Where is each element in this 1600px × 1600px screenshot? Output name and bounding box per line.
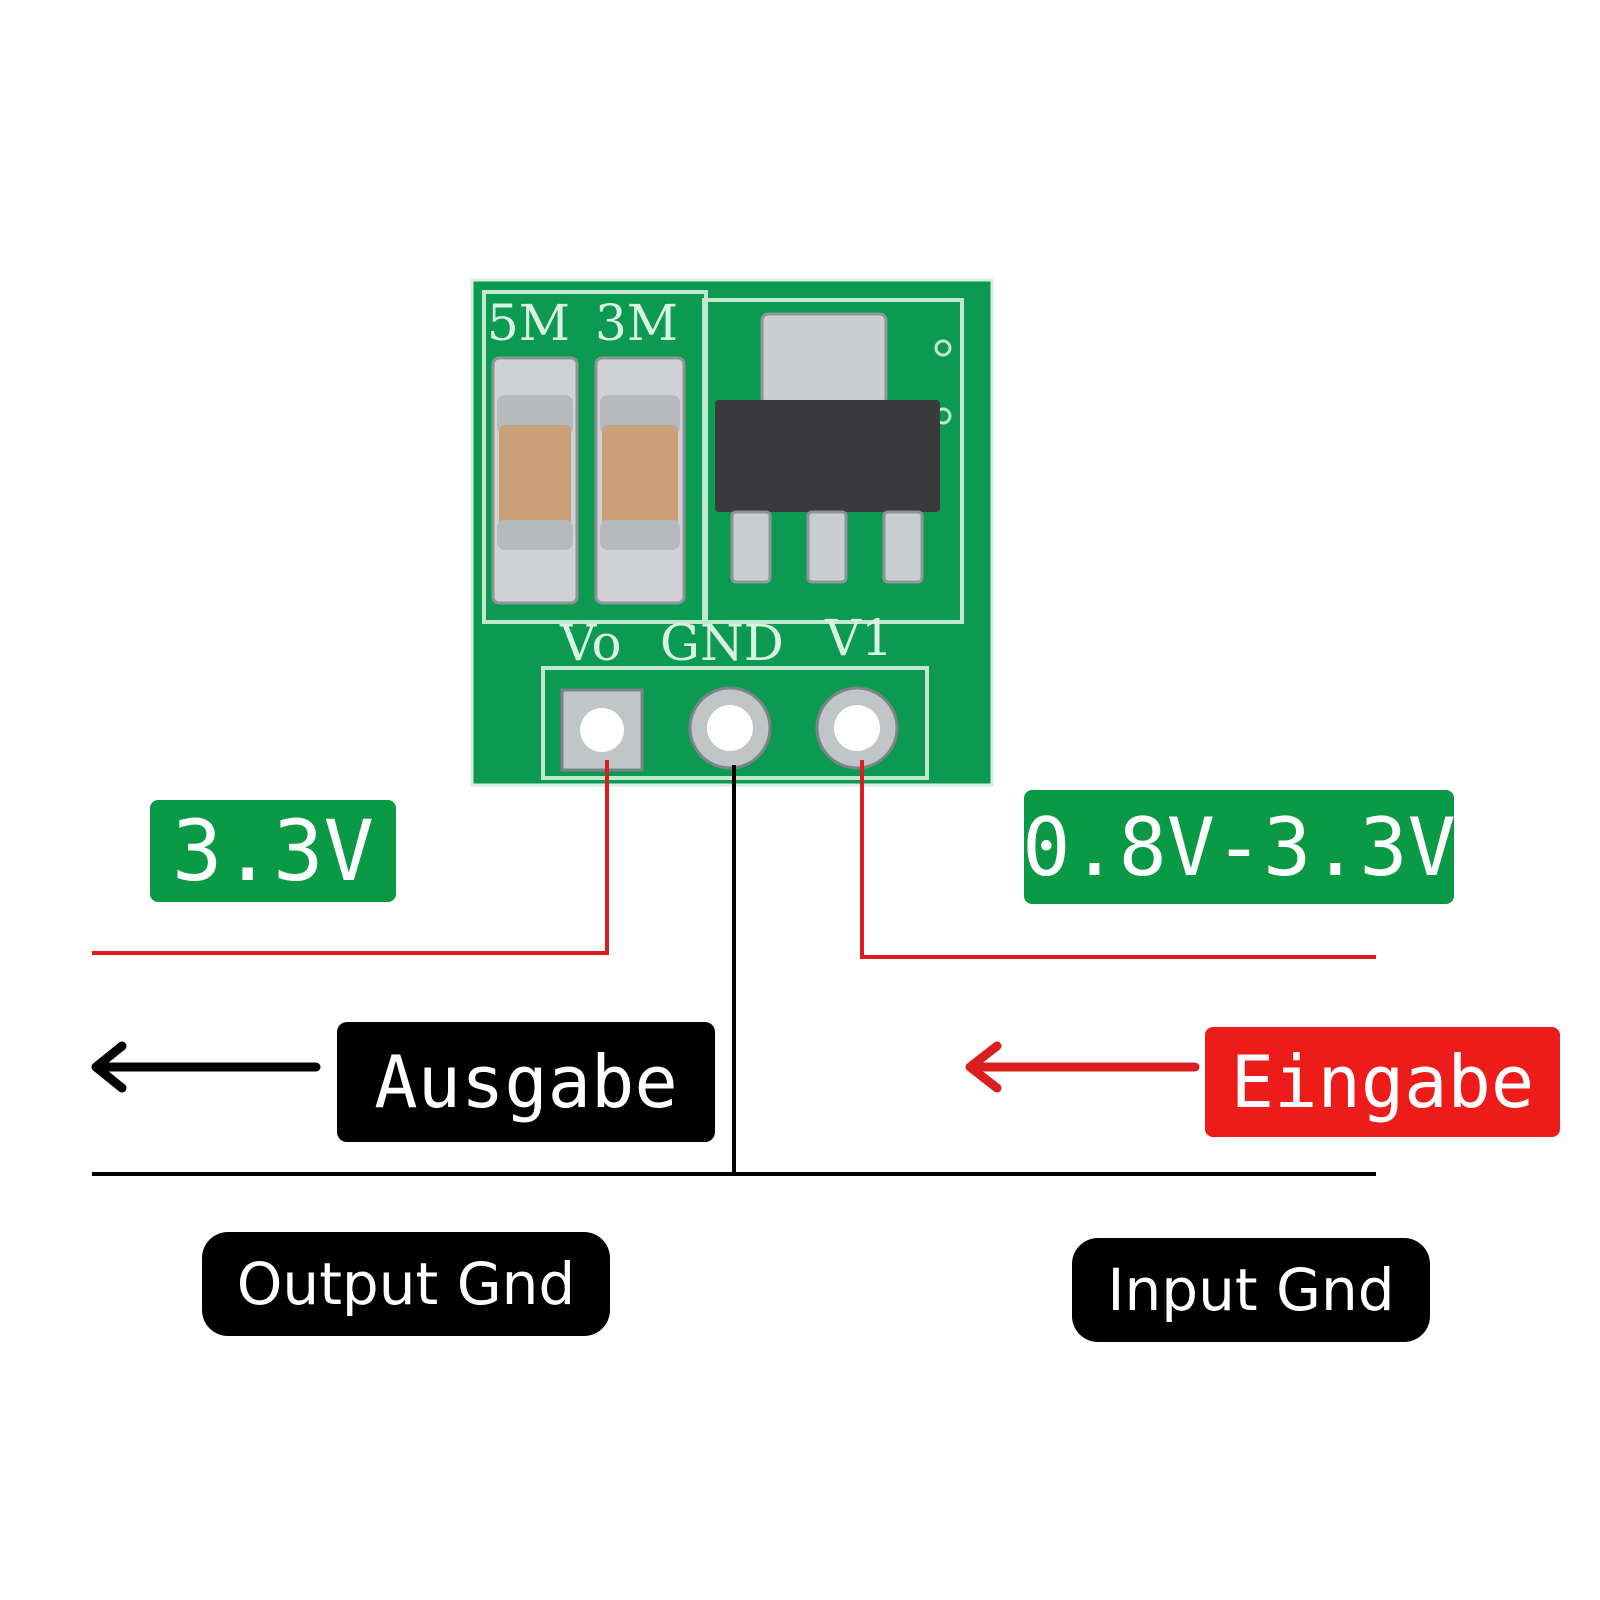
output-voltage-label: 3.3V: [150, 800, 396, 902]
output-gnd-label: Output Gnd: [202, 1232, 610, 1336]
chip-pin-middle: [806, 510, 848, 584]
input-label: Eingabe: [1205, 1027, 1560, 1137]
pad-v1: [815, 686, 899, 770]
chip-tab: [760, 312, 888, 406]
chip-pin-left: [730, 510, 772, 584]
silk-vo: Vo: [559, 614, 622, 672]
silk-v1: V1: [824, 609, 893, 667]
pad-gnd: [688, 686, 772, 770]
input-arrow-icon: [965, 1041, 1200, 1093]
output-label: Ausgabe: [337, 1022, 715, 1142]
voltage-regulator-chip: [715, 312, 940, 584]
input-gnd-label: Input Gnd: [1072, 1238, 1430, 1342]
silk-5m: 5M: [487, 294, 570, 352]
input-voltage-label: 0.8V-3.3V: [1022, 790, 1456, 904]
capacitor-3m: [594, 356, 686, 605]
pad-vo: [560, 688, 644, 772]
output-arrow-icon: [91, 1041, 321, 1093]
silkscreen-outline-regulator: [702, 298, 964, 624]
chip-body: [715, 400, 940, 512]
output-wire: [92, 760, 609, 955]
silkscreen-dot-top: [934, 339, 952, 357]
input-wire: [860, 760, 1376, 959]
pcb-board: 5M 3M Vo GND V1: [470, 278, 994, 787]
capacitor-5m: [491, 356, 579, 605]
silk-gnd: GND: [660, 614, 784, 672]
silk-3m: 3M: [595, 294, 678, 352]
chip-pin-right: [882, 510, 924, 584]
